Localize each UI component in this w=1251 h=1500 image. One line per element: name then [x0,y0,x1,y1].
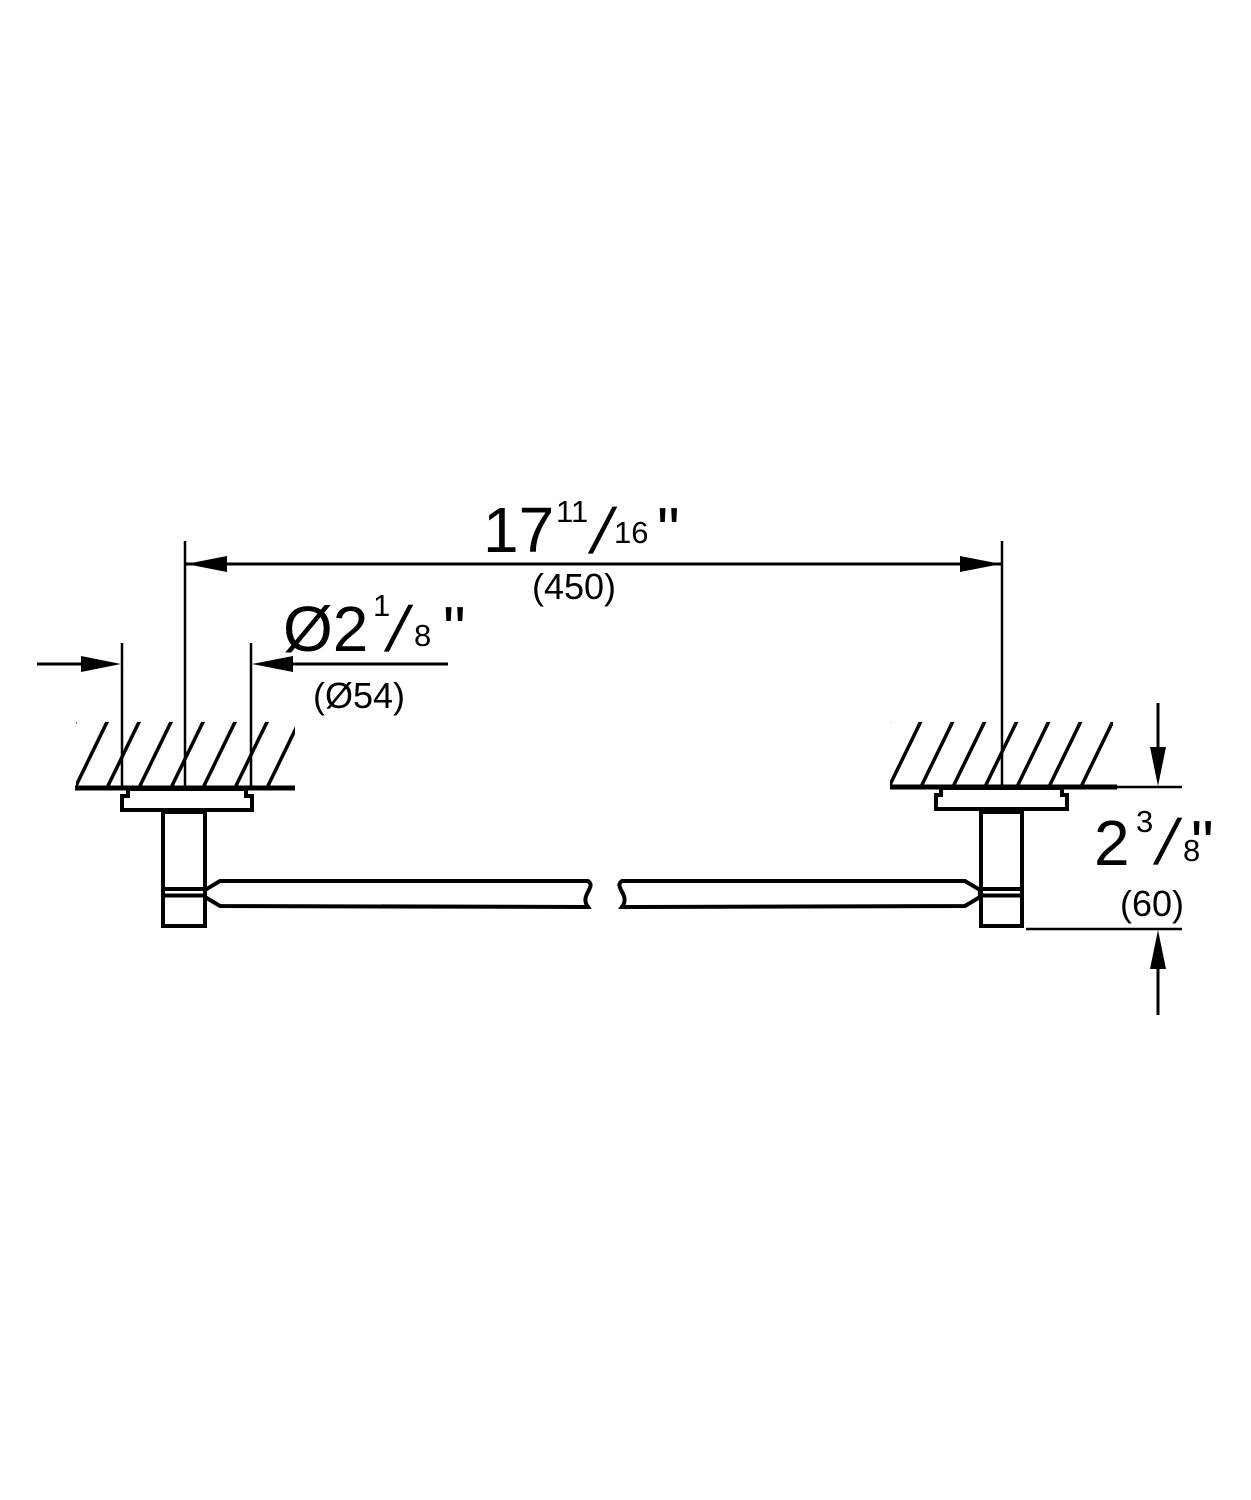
hatch-line [1014,722,1051,787]
hatch-line [982,722,1019,787]
bar-length-inch-mark: " [657,494,680,566]
height-denominator-text: 8 [1183,833,1200,868]
flange-diameter-dimension-label: Ø2 1 / 8 " (Ø54) [283,588,466,716]
left-mount-flange [120,787,254,812]
bar-length-numerator-text: 11 [556,494,588,529]
height-metric-text: (60) [1120,883,1184,924]
hatch-line [76,722,77,725]
left-post-joint-lines [161,887,207,898]
flange-diameter-arrow-right [252,656,293,672]
height-arrow-down [1150,747,1166,786]
hatch-line [890,722,923,787]
hatch-line [918,722,955,787]
bar-length-denominator-text: 16 [614,515,648,550]
height-arrow-up [1150,930,1166,969]
height-numerator-text: 3 [1136,804,1153,839]
left-wall-hatching [76,722,295,788]
towel-bar-right-segment [617,879,982,910]
right-post-joint-lines [979,887,1024,898]
height-inch-mark: " [1191,807,1214,879]
bar-length-arrow-left [186,556,227,572]
height-fraction-slash: / [1150,806,1187,878]
flange-diameter-arrow-left [81,656,121,672]
flange-diameter-denominator-text: 8 [414,618,431,653]
right-mount-post [979,810,1024,928]
height-whole-text: 2 [1094,807,1130,879]
flange-diameter-numerator-text: 1 [373,588,390,623]
flange-diameter-inch-mark: " [443,593,466,665]
bar-length-dimension-label: 17 11 / 16 " (450) [483,494,680,607]
hatch-line [950,722,987,787]
hatch-line [890,722,891,724]
towel-bar-left-segment [203,879,593,910]
right-wall-hatching [890,722,1113,787]
hatch-line [200,722,237,788]
flange-diameter-whole-text: Ø2 [283,593,368,665]
hatch-line [136,722,173,788]
left-mount-post [161,810,207,928]
bar-length-metric-text: (450) [532,566,616,607]
flange-diameter-metric-text: (Ø54) [313,675,405,716]
hatch-line [1046,722,1083,787]
height-dimension-label: 2 3 / 8 " (60) [1094,804,1214,924]
bar-length-whole-text: 17 [483,494,554,566]
hatch-line [1078,722,1113,787]
hatch-line [264,726,295,788]
right-mount-flange [934,786,1069,811]
hatch-line [76,722,109,788]
bar-length-arrow-right [960,556,1001,572]
